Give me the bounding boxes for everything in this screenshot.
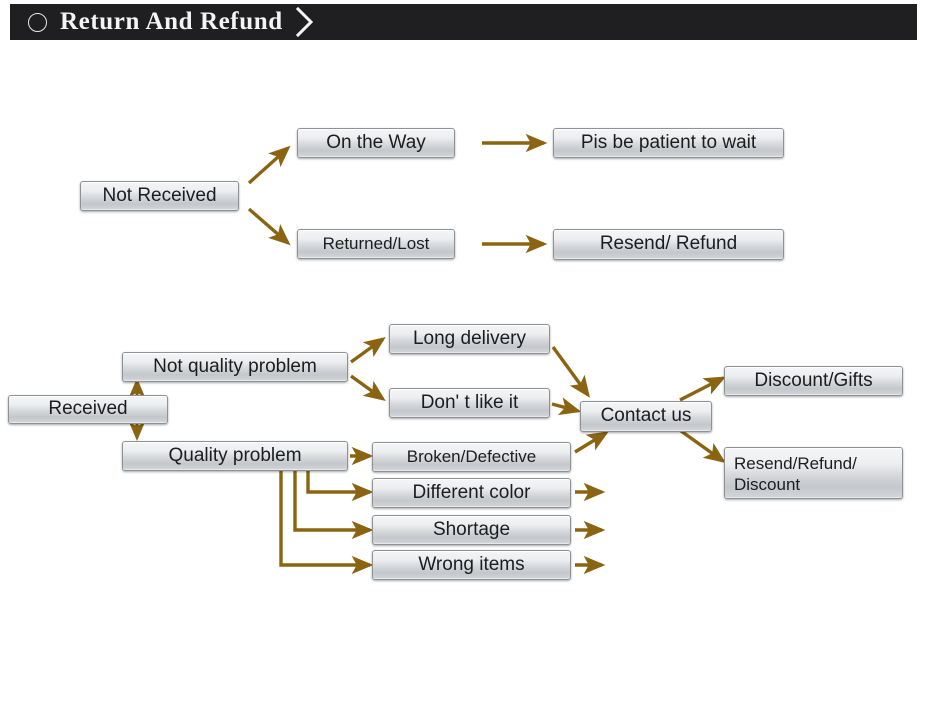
node-wrong-items[interactable]: Wrong items: [372, 550, 571, 580]
edge-quality-to-wrong-items: [279, 471, 374, 575]
node-quality-problem[interactable]: Quality problem: [122, 441, 348, 471]
edge-long-delivery-to-contact-us: [551, 345, 591, 398]
edge-contact-us-to-discount-gifts: [679, 376, 727, 402]
page-title: Return And Refund: [60, 8, 283, 35]
node-long-delivery[interactable]: Long delivery: [389, 324, 550, 354]
node-resend-refund-discount[interactable]: Resend/Refund/ Discount: [724, 447, 903, 499]
node-not-quality-problem[interactable]: Not quality problem: [122, 352, 348, 382]
edge-not-quality-to-dont-like-it: [350, 374, 386, 401]
node-pls-be-patient-to-wait[interactable]: Pis be patient to wait: [553, 128, 784, 158]
edge-broken-defective-to-contact-us: [574, 431, 609, 454]
circle-outline-icon: [28, 12, 47, 32]
node-shortage[interactable]: Shortage: [372, 515, 571, 545]
node-on-the-way[interactable]: On the Way: [297, 128, 455, 158]
edge-dont-like-it-to-contact-us: [551, 397, 582, 416]
node-dont-like-it[interactable]: Don' t like it: [389, 388, 550, 418]
node-not-received[interactable]: Not Received: [80, 181, 239, 211]
node-received[interactable]: Received: [8, 395, 168, 424]
node-discount-gifts[interactable]: Discount/Gifts: [724, 366, 903, 396]
edge-not-received-to-returned-lost: [247, 207, 291, 246]
edge-not-received-to-on-the-way: [247, 145, 291, 185]
node-resend-refund[interactable]: Resend/ Refund: [553, 229, 784, 260]
node-returned-lost[interactable]: Returned/Lost: [297, 229, 455, 259]
chevron-right-icon: [295, 6, 313, 38]
edge-quality-to-different-color: [306, 471, 374, 502]
page-header-bar: Return And Refund: [10, 4, 917, 40]
edge-contact-us-to-resend-refund-discount: [680, 429, 726, 463]
node-broken-defective[interactable]: Broken/Defective: [372, 442, 571, 472]
node-contact-us[interactable]: Contact us: [580, 401, 712, 432]
node-different-color[interactable]: Different color: [372, 478, 571, 508]
edge-quality-to-shortage: [293, 471, 374, 540]
edge-not-quality-to-long-delivery: [350, 337, 386, 364]
